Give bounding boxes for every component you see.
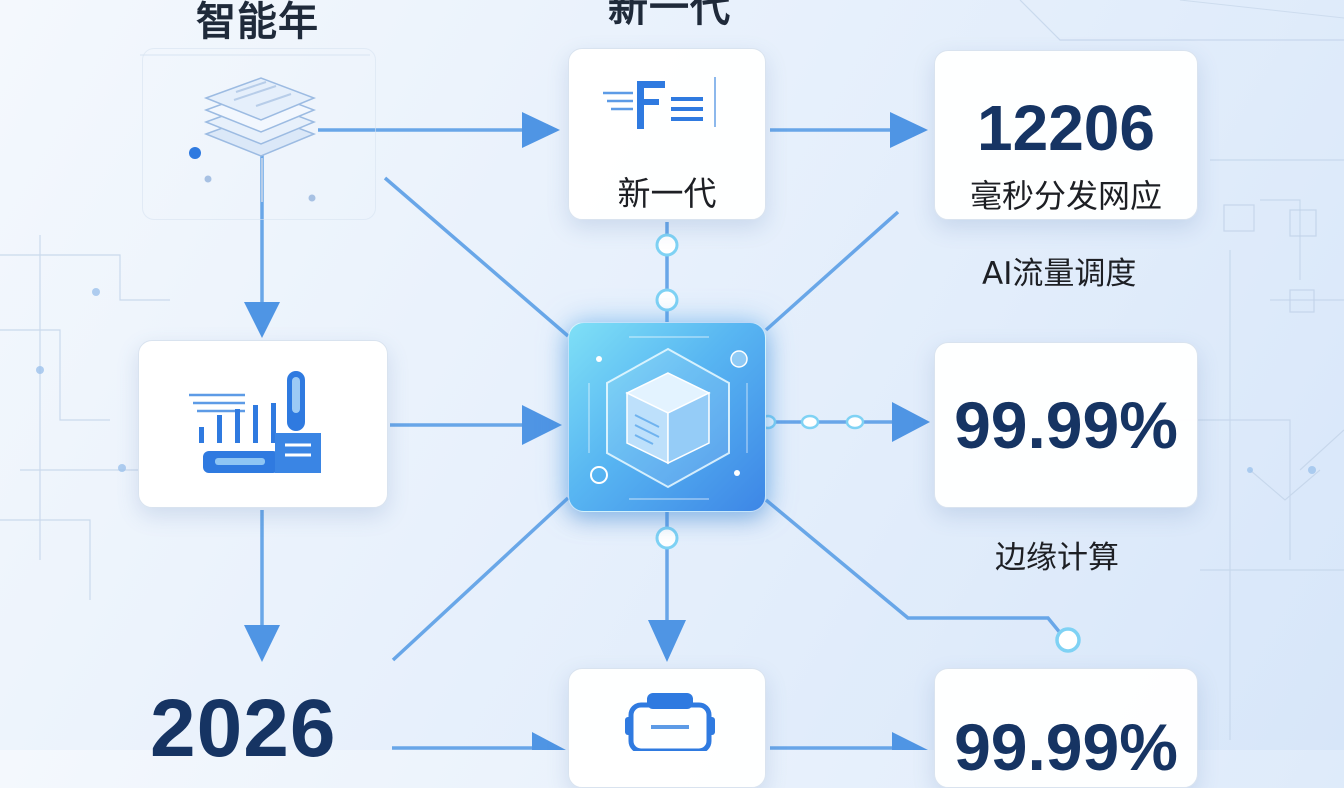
middle-right-number: 99.99% [954, 388, 1178, 462]
top-left-panel [142, 48, 376, 220]
circuit-background [0, 0, 1344, 740]
edge-computing-label: 边缘计算 [995, 540, 1119, 576]
heading-center: 新一代 [608, 0, 731, 31]
heading-left: 智能年 [196, 0, 319, 45]
central-hub [568, 322, 766, 512]
top-right-card: 12206 毫秒分发网应 [934, 50, 1198, 220]
bottom-right-card: 99.99% [934, 668, 1198, 788]
top-right-number: 12206 [977, 92, 1155, 164]
top-center-card: 新一代 [568, 48, 766, 220]
connector-layer [244, 112, 1081, 750]
year-label: 2026 [150, 683, 337, 774]
top-right-caption: 毫秒分发网应 [969, 177, 1162, 215]
text-document-icon [603, 77, 716, 129]
stacked-documents-icon [189, 77, 317, 202]
top-center-caption: 新一代 [617, 174, 717, 213]
bar-chart-with-tag-icon [189, 371, 321, 473]
middle-right-card: 99.99% [934, 342, 1198, 508]
middle-left-card [138, 340, 388, 508]
bottom-center-card [568, 668, 766, 788]
server-cube-icon [588, 336, 748, 500]
ai-scheduling-label: AI流量调度 [982, 256, 1137, 292]
bottom-right-number: 99.99% [954, 710, 1178, 784]
robot-icon [625, 693, 715, 751]
